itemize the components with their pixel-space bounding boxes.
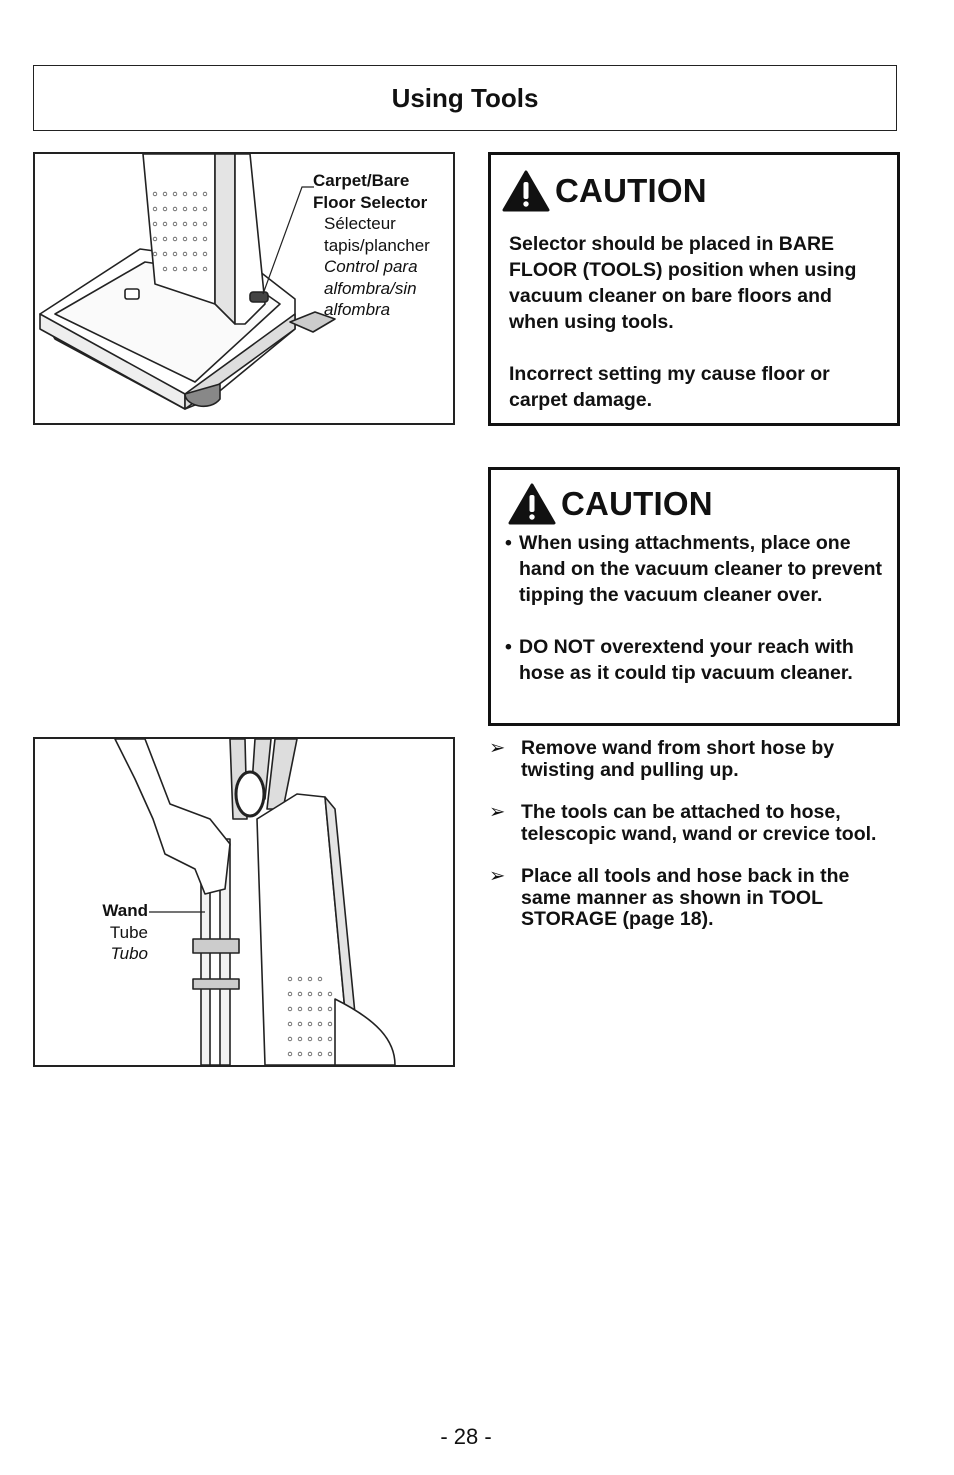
caution-heading-row: CAUTION xyxy=(491,155,897,213)
caution-heading: CAUTION xyxy=(561,485,713,522)
selector-label-es: Control para alfombra/sin alfombra xyxy=(324,257,418,319)
selector-callout-line xyxy=(262,186,314,295)
step-text: Place all tools and hose back in the sam… xyxy=(521,865,850,930)
bullet-icon: • xyxy=(505,636,512,658)
selector-callout: Carpet/Bare Floor Selector Sélecteur tap… xyxy=(313,170,453,321)
wand-callout: Wand Tube Tubo xyxy=(90,900,148,965)
step-text: The tools can be attached to hose, teles… xyxy=(521,801,877,845)
step-item: ➢ Remove wand from short hose by twistin… xyxy=(489,737,899,781)
caution-heading: CAUTION xyxy=(555,172,707,209)
figure-wand xyxy=(33,737,455,1067)
wand-removal-illustration xyxy=(114,739,396,1065)
caution-heading-row: CAUTION xyxy=(491,470,897,526)
wand-label-fr: Tube xyxy=(109,922,148,942)
caution-box-selector: CAUTION Selector should be placed in BAR… xyxy=(488,152,900,426)
selector-label-en: Carpet/Bare Floor Selector xyxy=(313,171,428,212)
page-title: Using Tools xyxy=(391,82,539,113)
step-item: ➢ The tools can be attached to hose, tel… xyxy=(489,801,899,845)
caution-bullet-text: DO NOT overextend your reach with hose a… xyxy=(519,636,854,684)
vacuum-base-illustration xyxy=(39,154,336,410)
warning-triangle-icon xyxy=(502,170,550,212)
arrow-bullet-icon: ➢ xyxy=(489,801,506,823)
wand-label-en: Wand xyxy=(102,901,148,920)
step-item: ➢ Place all tools and hose back in the s… xyxy=(489,865,899,931)
warning-triangle-icon xyxy=(508,483,556,525)
section-title-box: Using Tools xyxy=(33,65,897,131)
caution-bullet: • DO NOT overextend your reach with hose… xyxy=(491,608,897,686)
step-text: Remove wand from short hose by twisting … xyxy=(521,737,835,781)
arrow-bullet-icon: ➢ xyxy=(489,865,506,887)
caution-box-tipping: CAUTION • When using attachments, place … xyxy=(488,467,900,726)
caution-bullet-text: When using attachments, place one hand o… xyxy=(519,532,882,606)
selector-label-fr: Sélecteur tapis/plancher xyxy=(324,214,430,255)
caution-bullet: • When using attachments, place one hand… xyxy=(491,526,897,608)
tool-steps-list: ➢ Remove wand from short hose by twistin… xyxy=(489,737,899,931)
bullet-icon: • xyxy=(505,532,512,554)
arrow-bullet-icon: ➢ xyxy=(489,737,506,759)
caution-text-2: Incorrect setting my cause floor or carp… xyxy=(509,363,830,411)
page-number: - 28 - xyxy=(440,1424,492,1449)
figure-floor-selector xyxy=(33,152,455,425)
caution-text-1: Selector should be placed in BARE FLOOR … xyxy=(509,233,857,333)
wand-label-es: Tubo xyxy=(110,944,149,963)
